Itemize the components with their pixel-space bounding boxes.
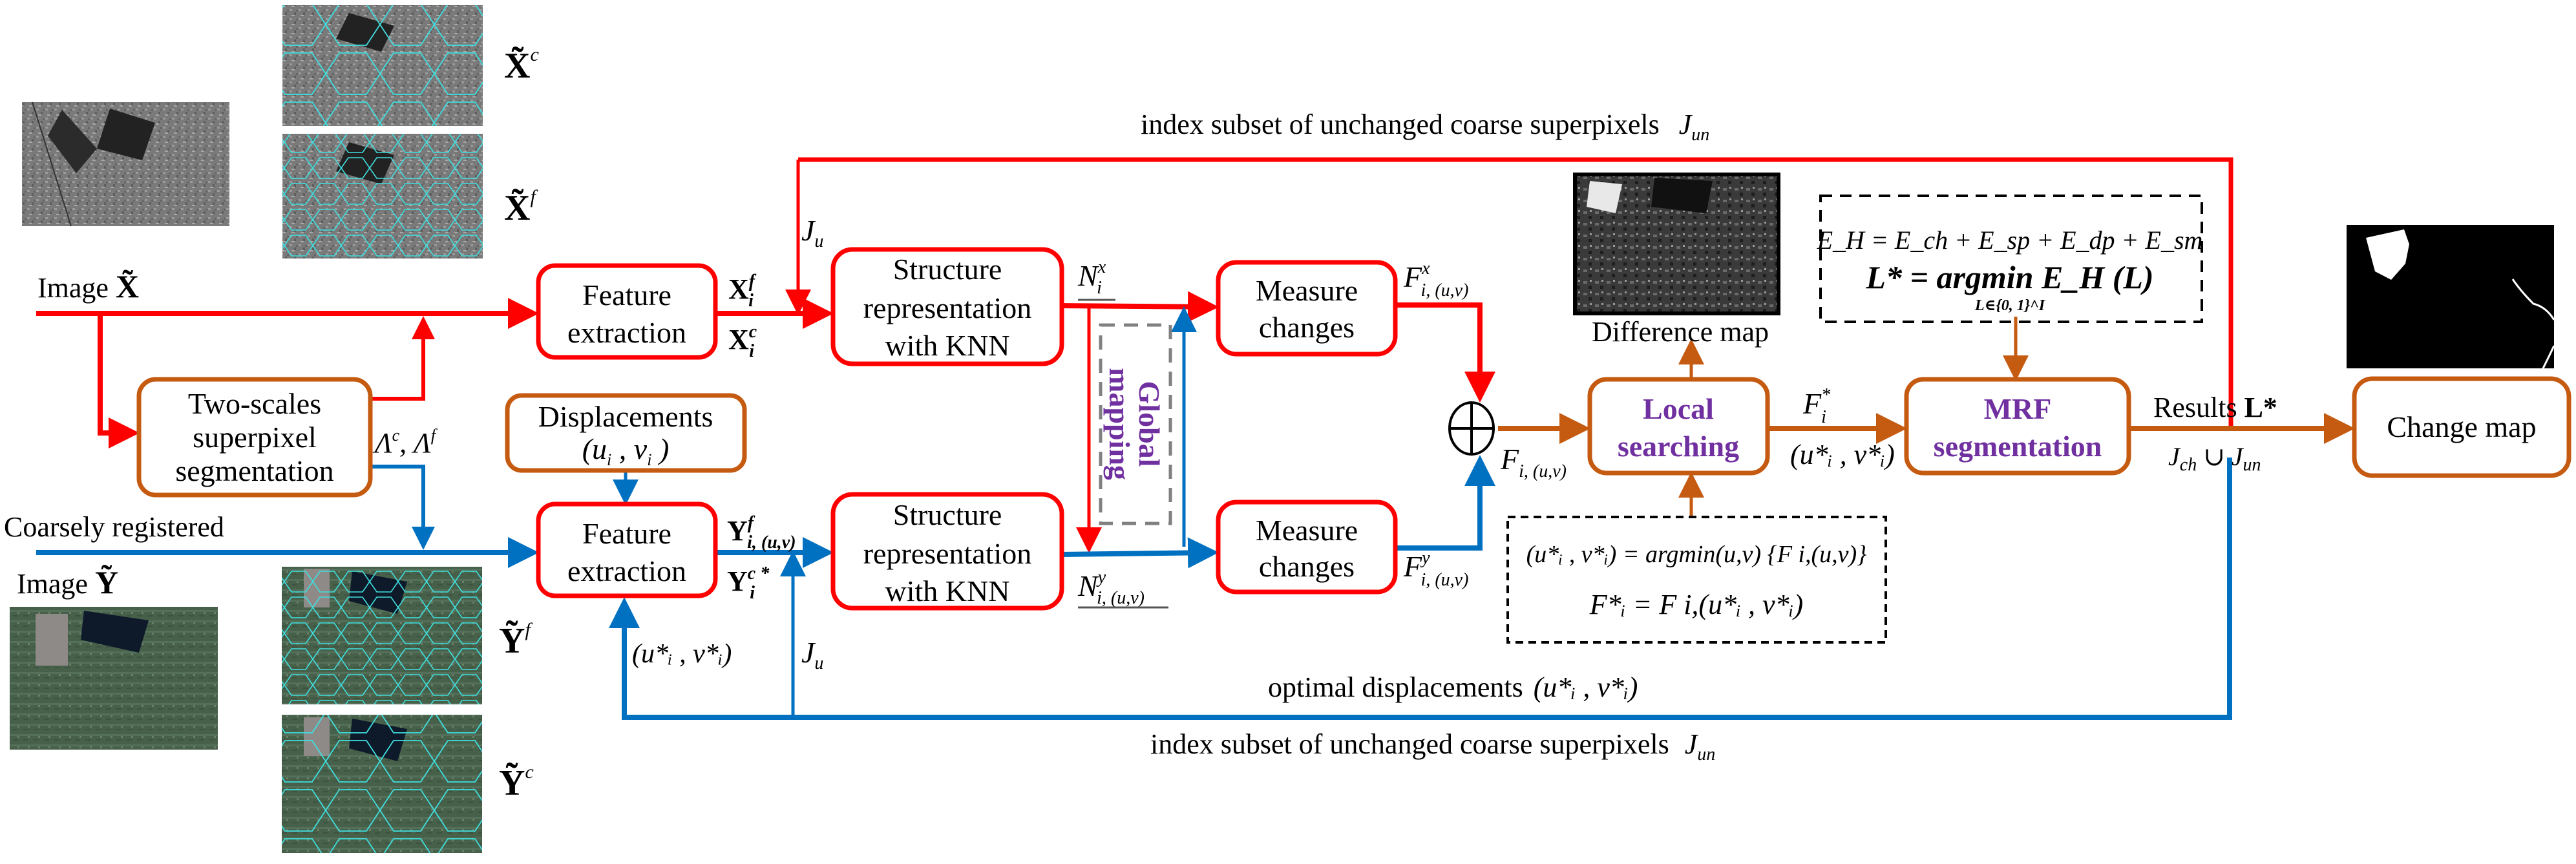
svg-text:Measure: Measure	[1256, 514, 1358, 547]
svg-text:Global: Global	[1133, 381, 1166, 467]
search-equation-2: F*ᵢ = F i,(u*ᵢ , v*ᵢ)	[1589, 589, 1803, 620]
displacements-box: Displacements (ui , vi )	[505, 393, 747, 473]
y-fine-label: Ỹf	[499, 619, 533, 661]
image-y-fine-superpixels	[282, 567, 482, 704]
process-connectors	[1498, 317, 2355, 517]
arrow-measure-y-to-sum	[1395, 455, 1495, 551]
image-x-coarse-superpixels	[282, 5, 483, 126]
measure-changes-y-box: Measure changes	[1216, 500, 1398, 595]
svg-text:superpixel: superpixel	[193, 421, 317, 454]
arrow-segmentation-to-x-line	[370, 316, 435, 401]
top-feedback-line	[798, 157, 2233, 427]
mrf-segmentation-box: MRF segmentation	[1904, 377, 2131, 476]
svg-text:changes: changes	[1259, 311, 1355, 344]
lambda-label: Λc, Λf	[372, 426, 438, 459]
structure-representation-y-box: Structure representation with KNN	[830, 492, 1064, 611]
sum-operator	[1448, 401, 1495, 456]
svg-text:extraction: extraction	[567, 554, 686, 587]
svg-text:Change map: Change map	[2387, 410, 2536, 443]
svg-text:Structure: Structure	[893, 498, 1002, 531]
svg-text:MRF: MRF	[1984, 392, 2052, 425]
uv-star-feedback-label: (u*ᵢ , v*ᵢ)	[632, 639, 732, 669]
global-mapping-box: Global mapping	[1099, 323, 1172, 525]
f-star-label: F*i	[1802, 385, 1830, 427]
svg-text:mapping: mapping	[1103, 368, 1136, 480]
arrow-structure-y-to-measure	[1061, 537, 1219, 569]
structure-representation-x-box: Structure representation with KNN	[830, 247, 1064, 366]
arrow-measure-x-to-sum	[1395, 302, 1495, 403]
arrow-segmentation-to-y-line	[370, 465, 435, 550]
svg-text:Local: Local	[1643, 392, 1714, 425]
svg-text:(ui , vi ): (ui , vi )	[582, 432, 670, 469]
change-map-box: Change map	[2352, 376, 2571, 478]
image-x-label: Image X̃	[37, 268, 139, 304]
j-union-label: Jch ∪ Jun	[2168, 442, 2261, 475]
svg-text:Feature: Feature	[582, 517, 671, 550]
image-x-fine-superpixels	[282, 134, 483, 258]
y-branch-connectors	[36, 306, 2232, 720]
energy-equation-2: L* = argmin E_H (L)	[1865, 259, 2153, 295]
image-y-coarse-superpixels	[282, 715, 482, 853]
yc-label: Yc *i	[727, 564, 770, 603]
ju-bottom-label: Ju	[801, 636, 823, 673]
svg-text:representation: representation	[863, 537, 1032, 570]
coarsely-registered-label: Coarsely registered	[4, 511, 224, 543]
svg-text:changes: changes	[1259, 550, 1355, 583]
svg-text:Displacements: Displacements	[538, 400, 713, 433]
local-search-equation-box: (u*ᵢ , v*ᵢ) = argmin(u,v) {F i,(u,v)} F*…	[1506, 516, 1887, 644]
x-fine-label: X̃f	[504, 186, 538, 228]
arrow-structure-x-to-measure	[1061, 291, 1219, 322]
svg-text:searching: searching	[1618, 430, 1739, 463]
image-y-label: Image Ỹ	[17, 564, 118, 600]
feature-extraction-y-box: Feature extraction	[536, 501, 718, 598]
bottom-feedback-label: index subset of unchanged coarse superpi…	[1150, 728, 1715, 764]
local-searching-box: Local searching	[1587, 377, 1770, 476]
image-y-thumbnail	[10, 607, 218, 750]
svg-text:Two-scales: Two-scales	[188, 387, 321, 420]
f-sum-label: Fi, (u,v)	[1500, 443, 1567, 481]
svg-text:with KNN: with KNN	[885, 574, 1010, 607]
svg-text:Measure: Measure	[1256, 274, 1358, 307]
svg-text:Structure: Structure	[893, 253, 1002, 286]
svg-text:extraction: extraction	[567, 316, 686, 349]
svg-text:segmentation: segmentation	[175, 454, 333, 487]
measure-changes-x-box: Measure changes	[1216, 260, 1398, 357]
change-map-image	[2347, 225, 2555, 369]
x-branch-connectors	[36, 157, 2233, 553]
x-coarse-label: X̃c	[504, 44, 539, 86]
bottom-feedback-line	[609, 458, 2232, 720]
svg-text:segmentation: segmentation	[1934, 430, 2102, 463]
difference-map-label: Difference map	[1592, 316, 1769, 348]
results-label: Results L*	[2153, 392, 2277, 423]
search-equation-1: (u*ᵢ , v*ᵢ) = argmin(u,v) {F i,(u,v)}	[1526, 541, 1867, 568]
optimal-displacements-label: optimal displacements(u*ᵢ , v*ᵢ)	[1268, 671, 1638, 703]
mrf-energy-equation-box: E_H = E_ch + E_sp + E_dp + E_sm L* = arg…	[1817, 195, 2203, 323]
arrow-image-x-to-segmentation	[98, 313, 140, 448]
y-coarse-label: Ỹc	[499, 761, 534, 803]
feature-extraction-x-box: Feature extraction	[536, 263, 718, 360]
image-x-thumbnail	[22, 101, 229, 227]
energy-equation-2-constraint: L∈{0, 1}^I	[1974, 297, 2046, 314]
svg-text:Feature: Feature	[582, 279, 671, 311]
uv-star-label: (u*ᵢ , v*ᵢ)	[1790, 439, 1895, 470]
two-scales-segmentation-box: Two-scales superpixel segmentation	[136, 377, 373, 498]
svg-text:representation: representation	[863, 291, 1032, 324]
top-feedback-label: index subset of unchanged coarse superpi…	[1141, 109, 1709, 145]
energy-equation-1: E_H = E_ch + E_sp + E_dp + E_sm	[1817, 226, 2203, 255]
difference-map-image	[1573, 173, 1780, 315]
svg-text:with KNN: with KNN	[885, 329, 1010, 362]
ju-top-label: Ju	[801, 214, 823, 251]
